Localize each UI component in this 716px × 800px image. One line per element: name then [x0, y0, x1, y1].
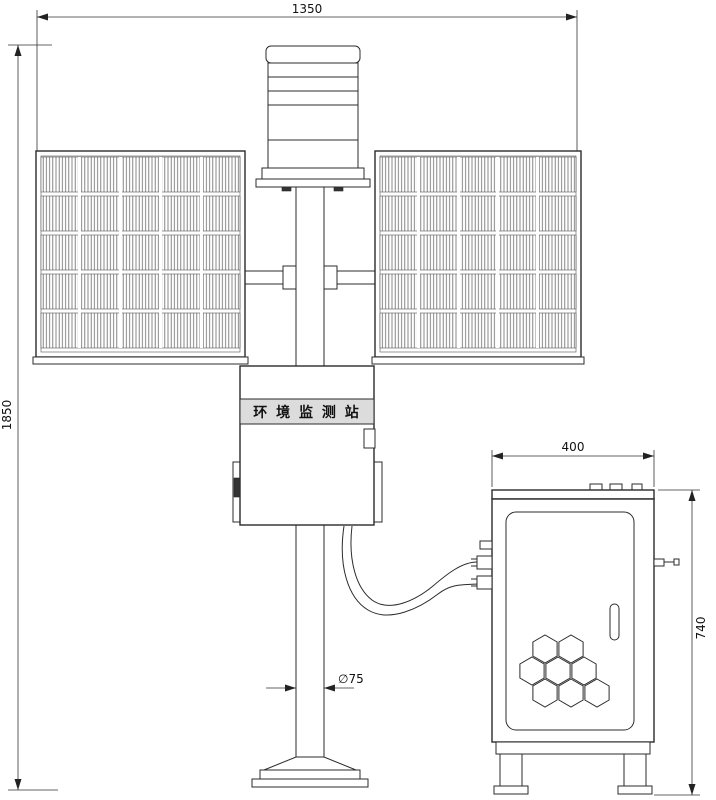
arrowhead — [492, 452, 503, 460]
dimension-cabinet-height: 740 — [654, 489, 708, 796]
sensor-flange — [261, 167, 365, 180]
cabinet-left-connectors — [471, 540, 493, 590]
arrowhead — [643, 452, 654, 460]
pole-diameter-value: ∅75 — [338, 672, 364, 686]
panel-col-gap — [496, 157, 499, 348]
connector-small — [479, 540, 493, 550]
sensor-cap — [265, 45, 361, 64]
base-plate-lower — [251, 778, 369, 788]
cabinet-top-fitting — [631, 483, 643, 491]
equipment-cabinet — [471, 483, 680, 795]
cabinet-top-fitting — [609, 483, 623, 491]
cabinet-door — [505, 511, 635, 731]
hexagon — [571, 656, 597, 686]
cabinet-height-value: 740 — [694, 617, 708, 640]
cabinet-leg-right — [623, 753, 647, 787]
hexagon — [519, 656, 545, 686]
box-side-connector — [233, 477, 241, 498]
cabinet-foot-right — [617, 785, 653, 795]
panel-cell-row — [379, 273, 577, 310]
arrowhead — [285, 684, 296, 692]
panel-col-gap — [417, 157, 420, 348]
overall-height-value: 1850 — [0, 400, 14, 431]
signal-cable — [341, 525, 478, 616]
cabinet-foot-left — [493, 785, 529, 795]
sensor-stack — [255, 45, 371, 192]
panel-cell-row — [40, 195, 241, 232]
cabinet-right-probe — [653, 558, 680, 567]
probe-base — [653, 558, 665, 567]
cabinet-body — [491, 498, 655, 743]
panel-cell-row — [379, 195, 577, 232]
hexagon — [545, 656, 571, 686]
box-latch — [363, 428, 376, 449]
cable-line — [341, 525, 478, 616]
cabinet-top-fitting — [589, 483, 603, 491]
cabinet-base-frame — [495, 741, 651, 755]
hexagon — [558, 634, 584, 664]
panel-col-gap — [159, 157, 162, 348]
sensor-foot — [333, 186, 344, 192]
box-body — [239, 365, 375, 526]
panel-cell-row — [40, 273, 241, 310]
sensor-foot — [281, 186, 292, 192]
panel-col-gap — [457, 157, 460, 348]
cabinet-width-value: 400 — [562, 440, 585, 454]
arrowhead — [688, 490, 696, 501]
cabinet-leg-left — [499, 753, 523, 787]
panel-col-gap — [119, 157, 122, 348]
arrowhead — [324, 684, 335, 692]
overall-width-value: 1350 — [292, 2, 323, 16]
panel-cell-row — [379, 312, 577, 349]
control-box: 环 境 监 测 站 — [232, 365, 383, 526]
panel-cell-row — [379, 234, 577, 271]
door-handle — [609, 603, 620, 641]
sensor-body — [267, 62, 359, 169]
arrowhead — [688, 784, 696, 795]
dimension-pole-diameter: ∅75 — [266, 672, 364, 692]
dimension-overall-width: 1350 — [36, 2, 578, 151]
hexagon — [584, 678, 610, 708]
connector-plug — [476, 575, 493, 590]
panel-bottom-rail — [371, 356, 585, 365]
support-arms — [245, 265, 375, 290]
dimension-cabinet-width: 400 — [491, 440, 655, 487]
panel-cell-row — [379, 156, 577, 193]
arrowhead — [37, 13, 48, 21]
box-nameplate — [239, 398, 375, 425]
hexagon-vent-pattern — [519, 634, 610, 708]
station-name-label: 环 境 监 测 站 — [253, 404, 361, 421]
connector-plug — [476, 555, 493, 570]
sensor-base-plate — [255, 178, 371, 188]
panel-col-gap — [200, 157, 203, 348]
arrowhead — [14, 779, 22, 790]
panel-cell-row — [40, 312, 241, 349]
panel-cell-row — [40, 234, 241, 271]
cable-line — [350, 525, 478, 606]
panel-col-gap — [78, 157, 81, 348]
base-flare — [263, 756, 357, 771]
panel-cell-row — [40, 156, 241, 193]
solar-panel-right — [371, 150, 585, 365]
arrowhead — [14, 45, 22, 56]
hexagon — [532, 678, 558, 708]
cabinet-top-plate — [491, 489, 655, 500]
panel-col-gap — [536, 157, 539, 348]
hexagon — [532, 634, 558, 664]
arrowhead — [566, 13, 577, 21]
probe-tip — [673, 558, 680, 566]
pole-base — [251, 756, 369, 788]
base-plate-upper — [259, 769, 361, 780]
dimension-overall-height: 1850 — [0, 44, 58, 791]
hexagon — [558, 678, 584, 708]
solar-panel-left — [32, 150, 249, 365]
panel-bottom-rail — [32, 356, 249, 365]
pole-clamp-left — [282, 265, 297, 290]
pole-clamp-right — [323, 265, 338, 290]
